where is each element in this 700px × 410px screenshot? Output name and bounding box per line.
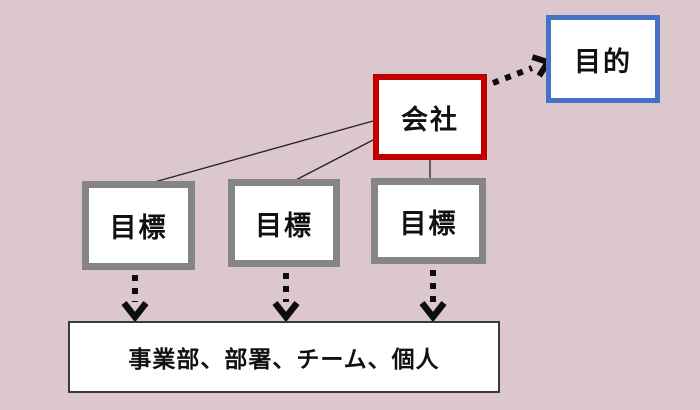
goal-node-3: 目標 (371, 178, 486, 264)
goal-node-2: 目標 (228, 179, 340, 267)
company-to-goal2-line (289, 139, 374, 184)
goal-label-3: 目標 (399, 208, 458, 239)
goal-label-1: 目標 (109, 213, 168, 243)
goal-node-1: 目標 (82, 181, 195, 270)
company-to-purpose-dotted-arrow (491, 54, 553, 86)
units-node: 事業部、部署、チーム、個人 (68, 321, 500, 393)
purpose-node: 目的 (546, 15, 660, 103)
goal3-to-units-arrowhead-icon (419, 300, 447, 323)
company-to-goal1-line (139, 120, 374, 187)
purpose-label: 目的 (574, 46, 632, 77)
company-to-purpose-dashes (491, 65, 534, 86)
goal2-to-units-arrowhead-icon (272, 300, 300, 323)
goal1-to-units-arrowhead-icon (121, 300, 149, 323)
company-node: 会社 (373, 74, 487, 160)
units-label: 事業部、部署、チーム、個人 (128, 346, 440, 372)
goal3-to-units-dotted-arrow (419, 270, 447, 323)
company-label: 会社 (401, 104, 459, 135)
goal-label-2: 目標 (255, 210, 313, 241)
goal2-to-units-dotted-arrow (272, 273, 300, 323)
goal1-to-units-dotted-arrow (121, 275, 149, 323)
